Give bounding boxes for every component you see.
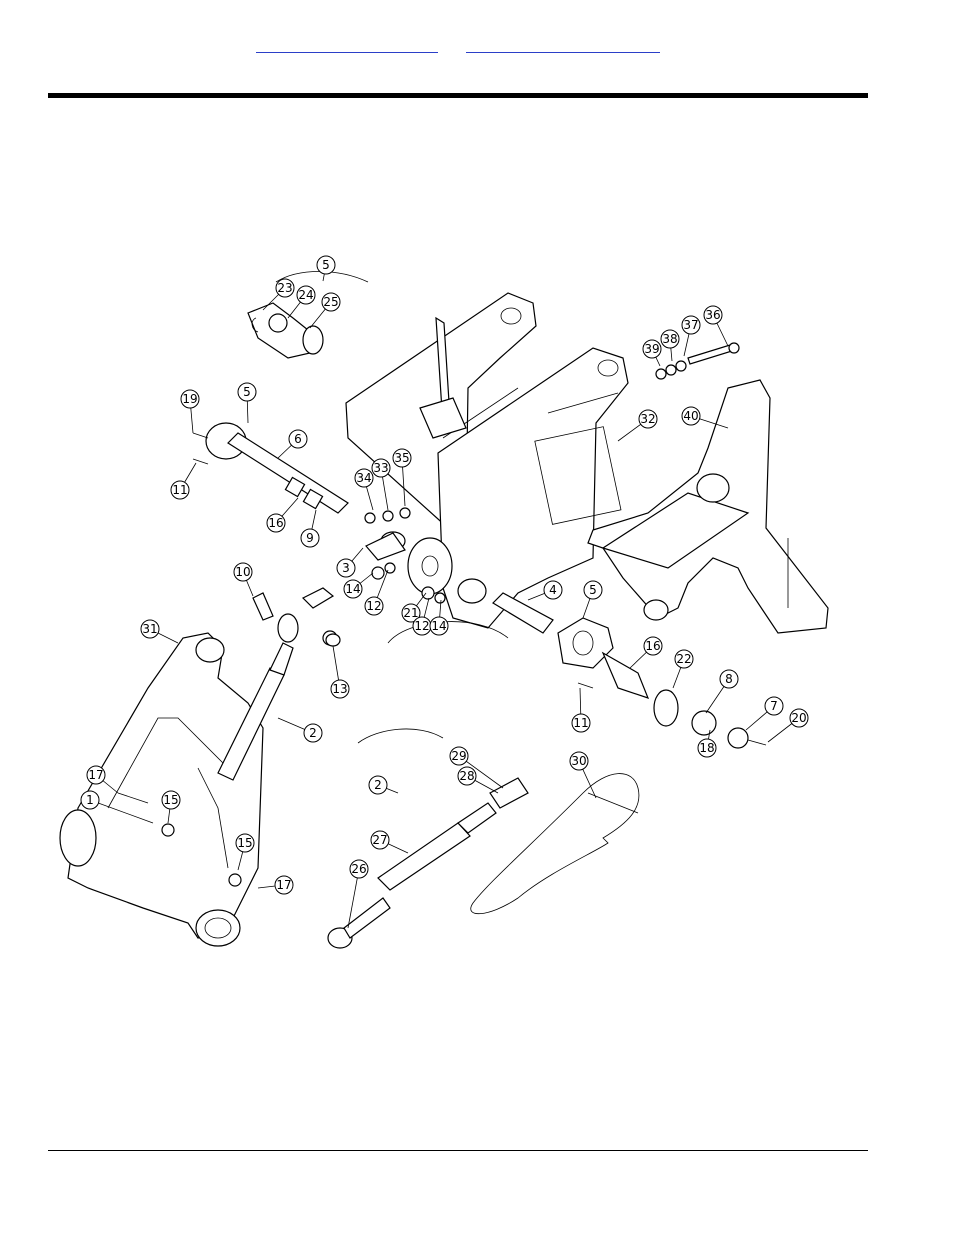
callout-label: 25 (323, 295, 338, 309)
callout-label: 27 (372, 833, 387, 847)
callout-label: 14 (431, 619, 446, 633)
callout-36: 36 (704, 306, 728, 346)
callout-label: 37 (683, 318, 698, 332)
header-link-2[interactable] (466, 38, 660, 53)
callout-label: 26 (351, 862, 366, 876)
callout-label: 16 (268, 516, 283, 530)
callout-label: 7 (770, 699, 778, 713)
footer-rule (48, 1150, 868, 1151)
upper-shaft-assembly (193, 303, 348, 513)
callout-label: 16 (645, 639, 660, 653)
callout-label: 11 (573, 716, 588, 730)
callout-label: 14 (345, 582, 360, 596)
callout-label: 4 (549, 583, 557, 597)
callout-27: 27 (371, 831, 408, 853)
callout-5: 5 (317, 256, 335, 281)
callout-19: 19 (181, 390, 199, 433)
callout-label: 9 (306, 531, 314, 545)
callout-22: 22 (673, 650, 693, 688)
callout-34: 34 (355, 469, 373, 510)
header-rule (48, 93, 868, 98)
callout-37: 37 (682, 316, 700, 356)
callout-label: 12 (366, 599, 381, 613)
callout-30: 30 (570, 752, 596, 798)
callout-7: 7 (746, 697, 783, 730)
callout-label: 3 (342, 561, 350, 575)
callout-29: 29 (450, 747, 503, 788)
header-link-1[interactable] (256, 38, 438, 53)
callout-label: 8 (725, 672, 733, 686)
callout-label: 5 (589, 583, 597, 597)
callout-label: 32 (640, 412, 655, 426)
callout-label: 15 (237, 836, 252, 850)
callout-label: 34 (356, 471, 371, 485)
callout-label: 11 (172, 483, 187, 497)
callout-14: 14 (430, 600, 448, 635)
callout-label: 5 (322, 258, 330, 272)
callout-label: 31 (142, 622, 157, 636)
callout-label: 39 (644, 342, 659, 356)
callout-label: 15 (163, 793, 178, 807)
callout-11: 11 (572, 688, 590, 732)
callout-label: 17 (88, 768, 103, 782)
callout-23: 23 (263, 279, 294, 310)
callout-label: 36 (705, 308, 720, 322)
callout-label: 18 (699, 741, 714, 755)
callout-label: 1 (86, 793, 94, 807)
callout-5: 5 (238, 383, 256, 423)
callout-label: 6 (294, 432, 302, 446)
callout-label: 23 (277, 281, 292, 295)
callout-31: 31 (141, 620, 178, 643)
callout-label: 28 (459, 769, 474, 783)
callout-label: 33 (373, 461, 388, 475)
callout-16: 16 (630, 637, 662, 668)
callout-label: 10 (235, 565, 250, 579)
callout-label: 35 (394, 451, 409, 465)
callout-label: 13 (332, 682, 347, 696)
callout-label: 17 (276, 878, 291, 892)
callout-label: 20 (791, 711, 806, 725)
callout-2: 2 (278, 718, 322, 742)
callout-label: 40 (683, 409, 698, 423)
callout-10: 10 (234, 563, 253, 596)
callout-17: 17 (258, 876, 293, 894)
callout-label: 2 (374, 778, 382, 792)
callout-39: 39 (643, 340, 661, 366)
callout-13: 13 (331, 646, 349, 698)
callout-label: 30 (571, 754, 586, 768)
callout-label: 24 (298, 288, 313, 302)
callout-label: 29 (451, 749, 466, 763)
callout-32: 32 (618, 410, 657, 441)
callout-11: 11 (171, 463, 196, 499)
rear-bracket (588, 380, 828, 633)
callout-label: 22 (676, 652, 691, 666)
callout-label: 5 (243, 385, 251, 399)
callout-5: 5 (583, 581, 602, 618)
callout-label: 21 (403, 606, 418, 620)
callout-3: 3 (337, 548, 363, 577)
callout-label: 19 (182, 392, 197, 406)
callout-9: 9 (301, 510, 319, 547)
hardware-bolt-set (656, 343, 739, 379)
lift-arm (60, 633, 263, 946)
callout-label: 12 (414, 619, 429, 633)
callout-16: 16 (267, 498, 298, 532)
group-bracket-2 (358, 729, 443, 743)
callout-2: 2 (369, 776, 398, 794)
callout-33: 33 (372, 459, 390, 510)
callout-label: 2 (309, 726, 317, 740)
callout-6: 6 (278, 430, 307, 458)
callout-38: 38 (661, 330, 679, 361)
callout-label: 38 (662, 332, 677, 346)
callout-8: 8 (706, 670, 738, 713)
